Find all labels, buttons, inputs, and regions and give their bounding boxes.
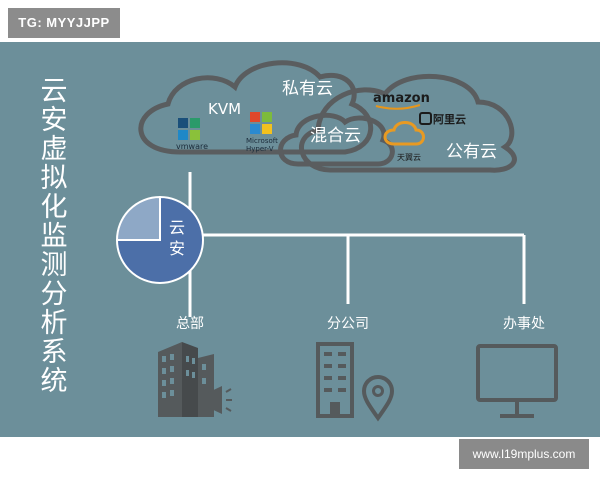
hybrid-cloud-shape xyxy=(278,112,395,167)
vertical-title-char: 拟 xyxy=(41,163,68,194)
center-node: 云 安 xyxy=(115,195,204,284)
vertical-title-char: 统 xyxy=(41,366,68,397)
private-cloud-shape xyxy=(138,60,374,155)
aliyun-icon xyxy=(419,112,432,125)
header-badge: TG: MYYJJPP xyxy=(8,8,120,38)
tianyi-logo: 天翼云 xyxy=(383,121,425,162)
vmware-label: vmware xyxy=(176,142,208,151)
branch-label-agency: 办事处 xyxy=(503,316,545,332)
kvm-label: KVM xyxy=(208,100,241,118)
building-icon xyxy=(158,342,232,417)
cloud-outlines xyxy=(138,60,517,173)
public-cloud-shape xyxy=(299,73,517,173)
private-cloud: 私有云 KVM vmware Microsoft Hyper-V xyxy=(176,79,333,153)
amazon-label: amazon xyxy=(373,91,430,106)
aliyun-label: 阿里云 xyxy=(433,112,466,126)
vertical-title-char: 虚 xyxy=(41,134,68,165)
topology-diagram: 云安虚拟化监测分析系统 私有云 KVM vmware Microsoft Hyp… xyxy=(41,60,558,422)
hyperv-logo: Microsoft Hyper-V xyxy=(246,112,278,153)
center-label-1: 云 xyxy=(169,218,185,237)
vertical-title-char: 监 xyxy=(41,221,68,252)
vertical-title-char: 析 xyxy=(41,308,68,339)
public-cloud-label: 公有云 xyxy=(446,142,497,162)
vertical-title-text: 云安虚拟化监测分析系统 xyxy=(41,76,68,397)
public-cloud: amazon 阿里云 天翼云 公有云 xyxy=(373,91,497,162)
amazon-smile-icon xyxy=(375,104,421,110)
private-cloud-label: 私有云 xyxy=(282,79,333,99)
watermark: www.l19mplus.com xyxy=(459,439,589,469)
monitor-icon xyxy=(476,344,558,418)
pie-slice-dark xyxy=(115,195,204,284)
vertical-title-char: 分 xyxy=(41,279,68,310)
vertical-title-char: 化 xyxy=(41,192,68,223)
tianyi-label: 天翼云 xyxy=(397,153,421,162)
vertical-title-char: 安 xyxy=(41,105,68,136)
office-pin-icon xyxy=(316,342,395,422)
vertical-title-char: 测 xyxy=(41,250,68,281)
center-label-2: 安 xyxy=(169,239,185,258)
hyperv-label-1: Microsoft xyxy=(246,137,278,145)
vertical-title-char: 系 xyxy=(41,337,68,368)
vertical-title-char: 云 xyxy=(41,76,68,107)
pie-slice-light xyxy=(115,195,161,241)
hybrid-cloud-label: 混合云 xyxy=(310,126,361,146)
connection-lines xyxy=(188,172,526,317)
vertical-title: 云安虚拟化监测分析系统 xyxy=(41,76,68,397)
hyperv-label-2: Hyper-V xyxy=(246,145,274,153)
branch-label-office: 分公司 xyxy=(327,316,369,332)
branch-label-hq: 总部 xyxy=(176,316,204,332)
vmware-logo: vmware xyxy=(176,118,208,151)
